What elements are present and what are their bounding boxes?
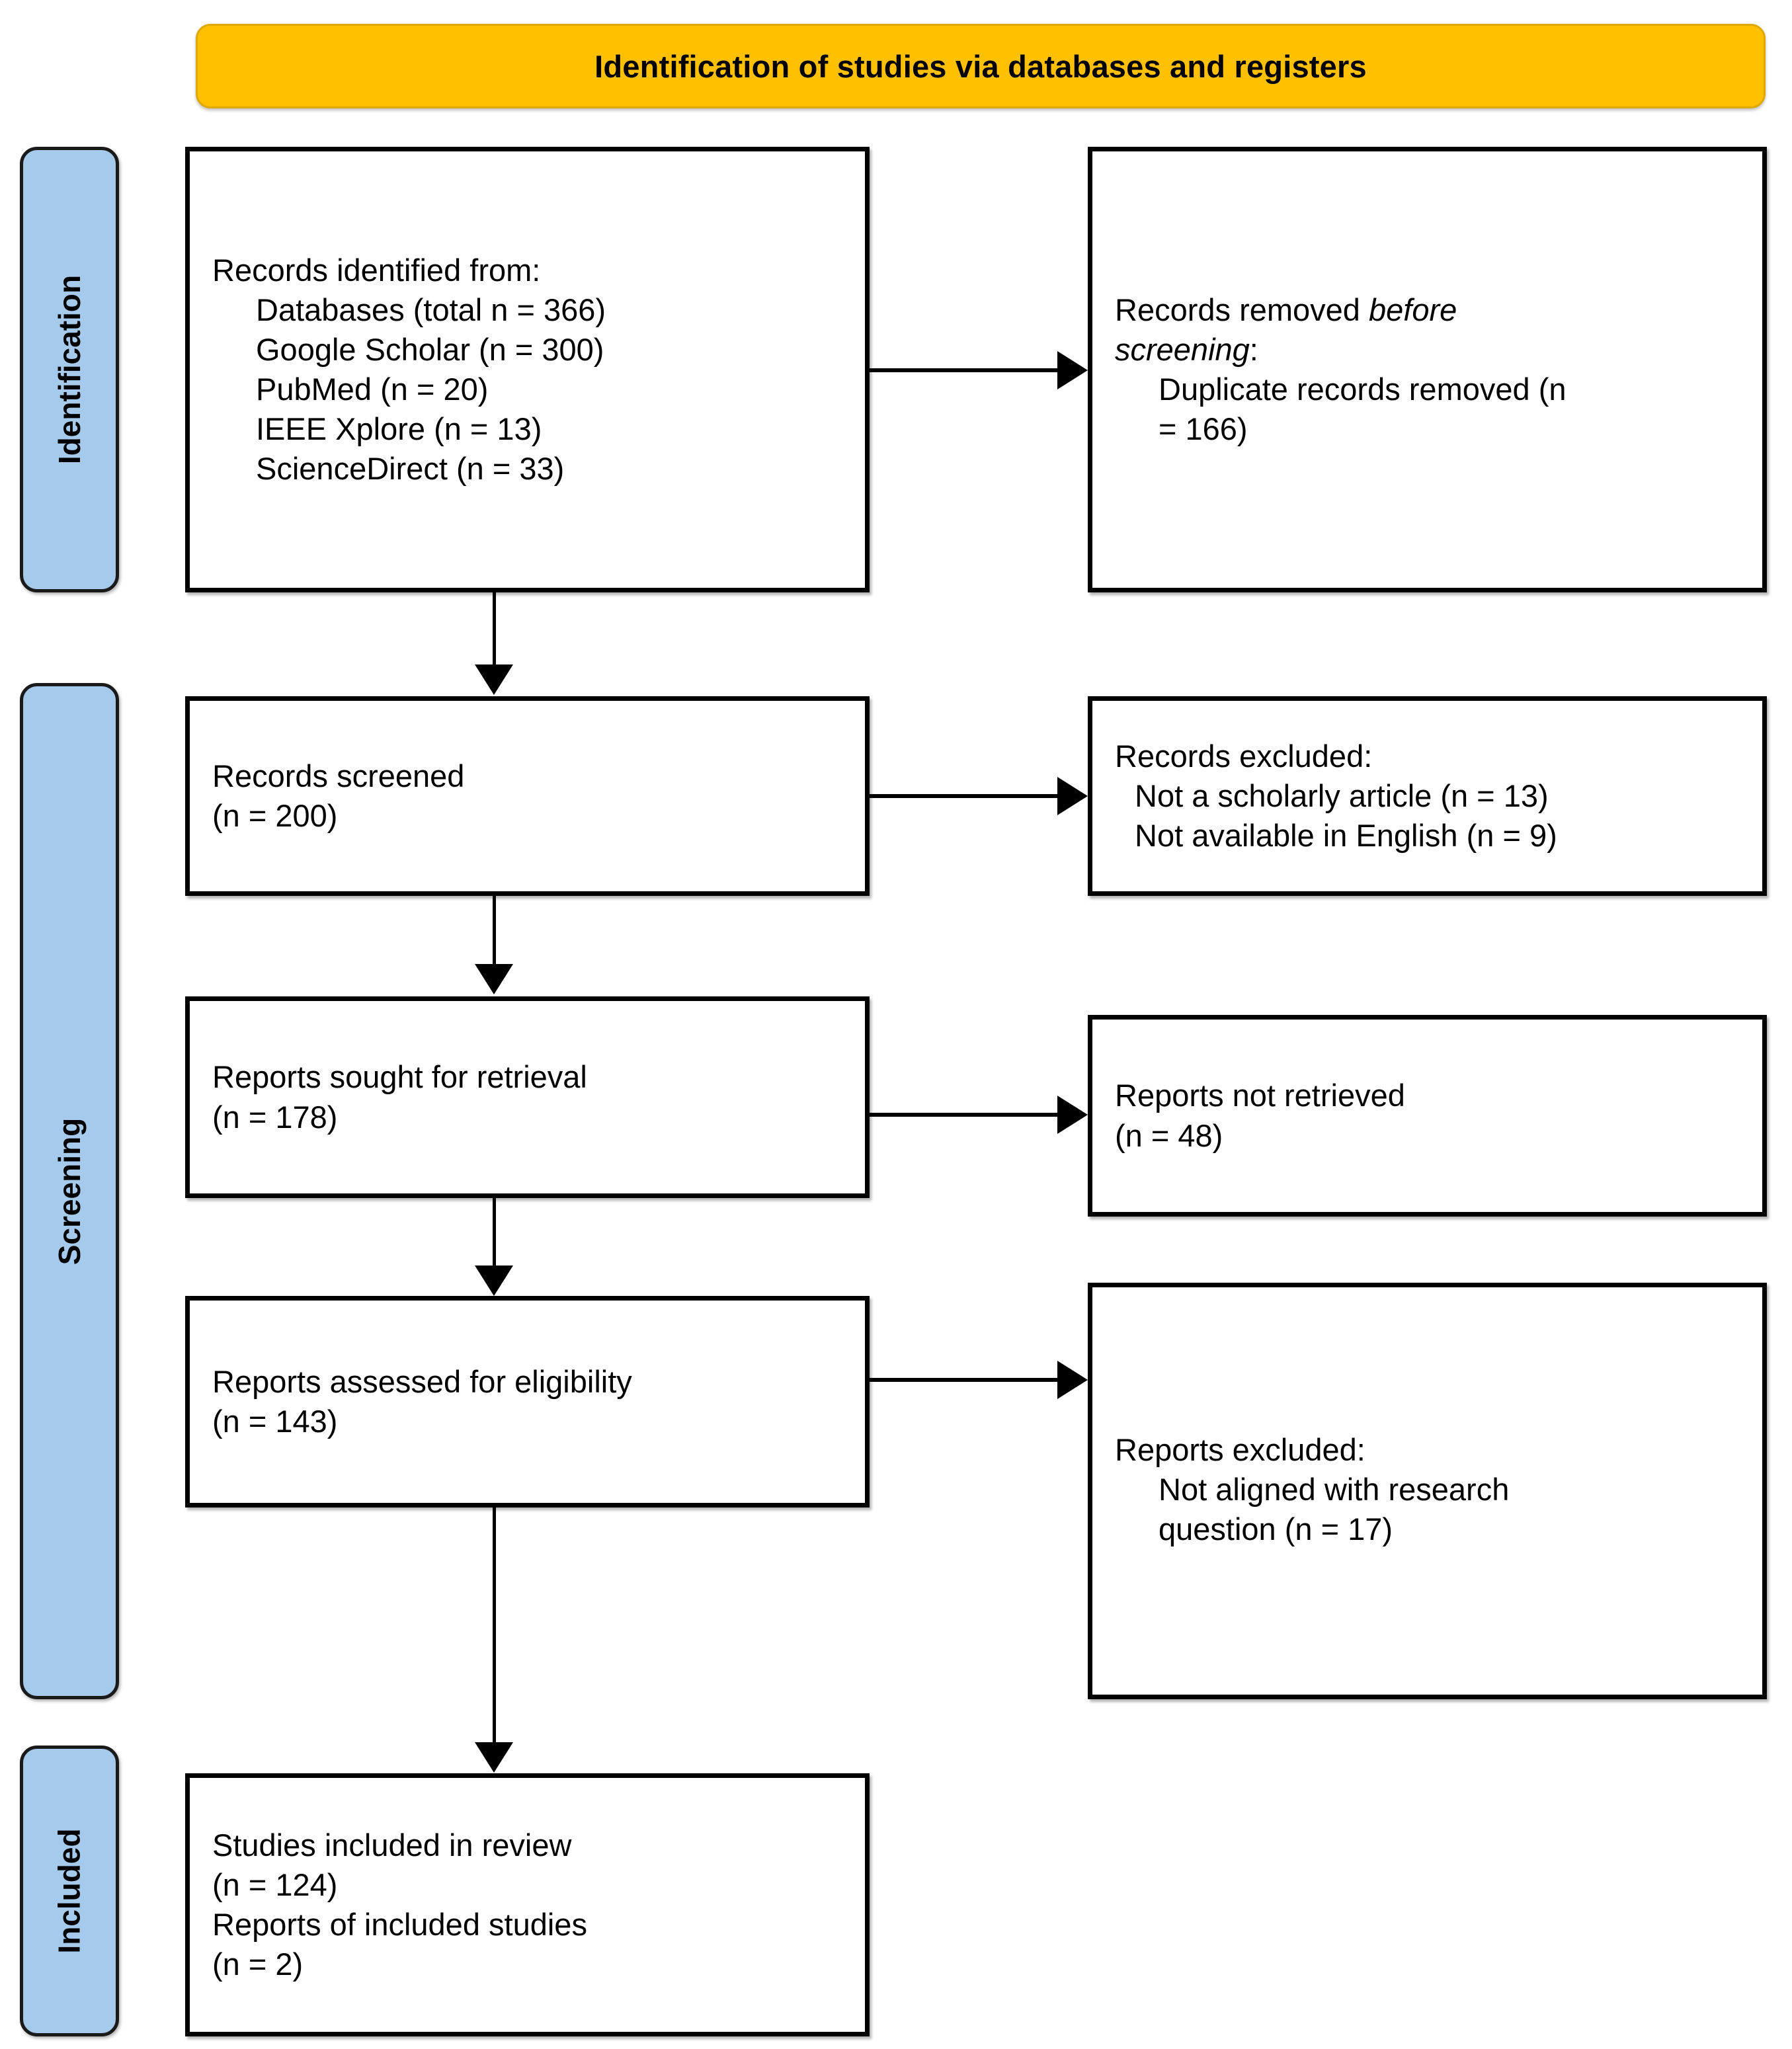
box-line: Duplicate records removed (n: [1159, 372, 1567, 407]
box-records-identified: Records identified from: Databases (tota…: [185, 147, 870, 592]
box-line: Studies included in review: [212, 1827, 572, 1863]
removed-text-italic: before: [1369, 292, 1457, 327]
box-reports-excluded: Reports excluded: Not aligned with resea…: [1088, 1283, 1767, 1699]
box-line: PubMed (n = 20): [256, 372, 489, 407]
box-line: (n = 124): [212, 1867, 338, 1902]
arrow-head: [475, 664, 513, 695]
arrow-head: [1057, 777, 1088, 815]
box-studies-included: Studies included in review (n = 124) Rep…: [185, 1773, 870, 2036]
removed-text-italic2: screening: [1115, 331, 1250, 367]
box-line: Reports sought for retrieval: [212, 1059, 587, 1095]
arrow-stem: [870, 1378, 1061, 1382]
stage-tab-identification: Identification: [20, 147, 119, 592]
box-line: Records removed before: [1115, 290, 1740, 330]
diagram-header-banner: Identification of studies via databases …: [196, 24, 1766, 108]
arrow-stem: [493, 896, 496, 965]
box-line: Records excluded:: [1115, 738, 1373, 774]
box-line: Google Scholar (n = 300): [256, 331, 604, 367]
box-line: question (n = 17): [1159, 1511, 1393, 1547]
stage-tab-included: Included: [20, 1746, 119, 2036]
arrow-stem: [870, 1113, 1061, 1117]
box-line: Reports excluded:: [1115, 1432, 1365, 1467]
stage-tab-screening-label: Screening: [52, 1117, 87, 1265]
box-records-screened: Records screened (n = 200): [185, 696, 870, 896]
box-line: ScienceDirect (n = 33): [256, 451, 565, 487]
box-line: Not aligned with research: [1159, 1472, 1510, 1507]
box-line: Records identified from:: [212, 252, 541, 288]
arrow-head: [475, 964, 513, 994]
box-line: Reports of included studies: [212, 1907, 587, 1942]
arrow-head: [1057, 1096, 1088, 1134]
box-line: (n = 2): [212, 1947, 304, 1982]
box-line: Databases (total n = 366): [256, 292, 606, 327]
removed-text-plain: Records removed: [1115, 292, 1369, 327]
arrow-stem: [493, 592, 496, 666]
box-line: Records screened: [212, 758, 465, 793]
box-records-removed: Records removed before screening: Duplic…: [1088, 147, 1767, 592]
box-line: Reports assessed for eligibility: [212, 1363, 632, 1399]
arrow-head: [1057, 1361, 1088, 1399]
box-line: (n = 178): [212, 1099, 338, 1135]
arrow-head: [475, 1266, 513, 1296]
arrow-head: [1057, 351, 1088, 389]
box-line: Not available in English (n = 9): [1135, 818, 1557, 854]
stage-tab-included-label: Included: [52, 1828, 87, 1954]
box-reports-not-retrieved: Reports not retrieved (n = 48): [1088, 1015, 1767, 1217]
arrow-stem: [493, 1507, 496, 1744]
box-line: = 166): [1159, 411, 1248, 447]
box-line: IEEE Xplore (n = 13): [256, 411, 542, 447]
arrow-stem: [493, 1198, 496, 1267]
box-line: (n = 48): [1115, 1117, 1223, 1153]
box-reports-sought: Reports sought for retrieval (n = 178): [185, 996, 870, 1198]
box-reports-assessed: Reports assessed for eligibility (n = 14…: [185, 1296, 870, 1507]
stage-tab-screening: Screening: [20, 683, 119, 1699]
box-line: Not a scholarly article (n = 13): [1135, 778, 1549, 813]
box-line: (n = 200): [212, 798, 338, 833]
removed-text-colon: :: [1249, 331, 1258, 367]
arrow-head: [475, 1742, 513, 1773]
page-title: Identification of studies via databases …: [594, 48, 1367, 84]
box-line: screening:: [1115, 330, 1740, 370]
box-line: Reports not retrieved: [1115, 1078, 1405, 1113]
box-line: (n = 143): [212, 1404, 338, 1439]
arrow-stem: [870, 368, 1061, 372]
stage-tab-identification-label: Identification: [52, 274, 87, 465]
arrow-stem: [870, 794, 1061, 798]
box-records-excluded: Records excluded: Not a scholarly articl…: [1088, 696, 1767, 896]
